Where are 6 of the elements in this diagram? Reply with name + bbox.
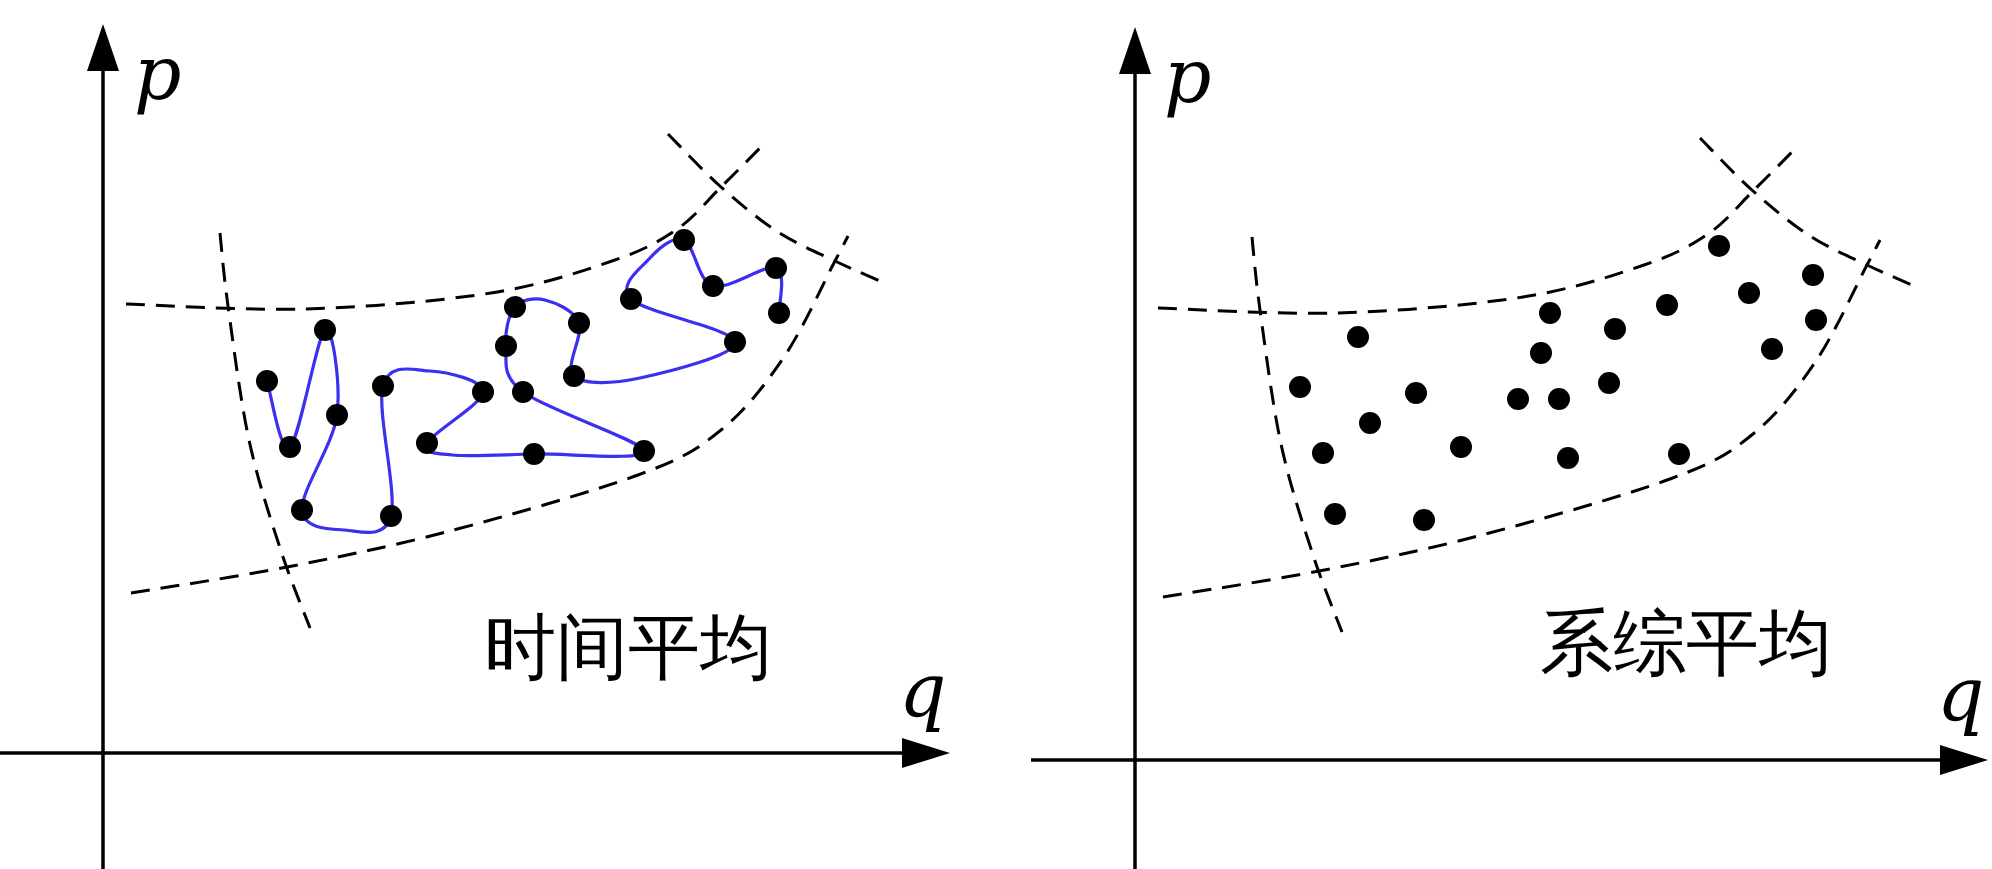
axis-label: q bbox=[1936, 650, 1986, 739]
panel-caption: 时间平均 bbox=[484, 608, 772, 688]
panel-caption: 系综平均 bbox=[1540, 603, 1832, 684]
axis-label: p bbox=[133, 29, 183, 118]
axis-label: q bbox=[898, 646, 948, 735]
axis-label: p bbox=[1163, 32, 1213, 121]
